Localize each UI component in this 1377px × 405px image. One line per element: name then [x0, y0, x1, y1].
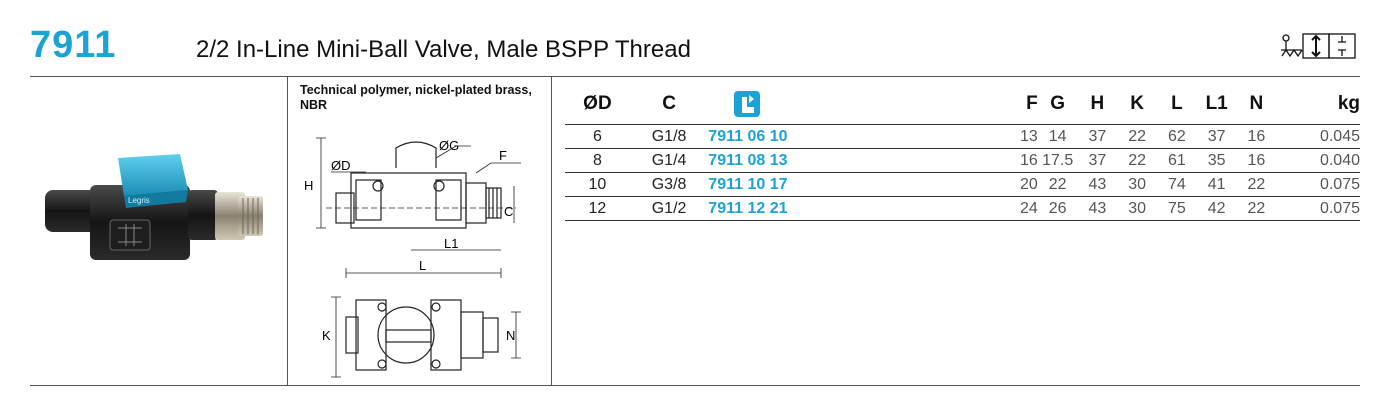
product-code: 7911 [30, 24, 117, 66]
cell-k: 22 [1117, 124, 1158, 149]
dim-label-h: H [304, 178, 313, 193]
table-row: 10 G3/8 7911 10 17 20 22 43 30 74 41 22 … [565, 172, 1360, 197]
header-divider [30, 76, 1360, 77]
cell-f: 16 [917, 148, 1038, 173]
col-header-part-number [708, 84, 918, 125]
cell-d: 8 [565, 148, 630, 173]
cell-l: 74 [1157, 172, 1197, 197]
cell-l: 61 [1157, 148, 1197, 173]
cell-g: 17.5 [1037, 148, 1078, 173]
cell-l: 62 [1157, 124, 1197, 149]
col-header: G [1037, 84, 1078, 125]
col-header: F [917, 84, 1038, 125]
cell-l1: 41 [1196, 172, 1237, 197]
footer-divider [30, 385, 1360, 386]
cell-kg: 0.075 [1276, 172, 1360, 197]
col-header: L [1157, 84, 1197, 125]
cell-l1: 37 [1196, 124, 1237, 149]
dim-label-f: F [499, 148, 507, 163]
cell-g: 26 [1037, 196, 1078, 221]
cell-part-number: 7911 10 17 [708, 172, 918, 197]
cell-kg: 0.040 [1276, 148, 1360, 173]
cell-f: 24 [917, 196, 1038, 221]
dim-label-g: ØG [439, 138, 459, 153]
cell-c: G1/4 [629, 148, 709, 173]
part-number-icon [734, 91, 761, 117]
dim-label-d: ØD [331, 158, 351, 173]
brand-label: Legris [128, 196, 150, 205]
product-title: 2/2 In-Line Mini-Ball Valve, Male BSPP T… [196, 36, 691, 63]
dimension-table: ØD C F G H K L L1 N kg 6 G1/8 7911 06 10 [565, 84, 1360, 221]
table-header-row: ØD C F G H K L L1 N kg [565, 84, 1360, 125]
cell-d: 6 [565, 124, 630, 149]
cell-h: 43 [1077, 172, 1118, 197]
cell-c: G1/8 [629, 124, 709, 149]
dimension-drawing-top: K N [322, 296, 521, 378]
dim-label-k: K [322, 328, 331, 343]
table-row: 8 G1/4 7911 08 13 16 17.5 37 22 61 35 16… [565, 148, 1360, 173]
cell-k: 30 [1117, 196, 1158, 221]
col-header: K [1117, 84, 1158, 125]
cell-part-number: 7911 08 13 [708, 148, 918, 173]
col-header: ØD [565, 84, 630, 125]
cell-d: 10 [565, 172, 630, 197]
column-divider [287, 77, 288, 385]
cell-l1: 35 [1196, 148, 1237, 173]
cell-n: 22 [1236, 196, 1277, 221]
cell-f: 20 [917, 172, 1038, 197]
cell-k: 22 [1117, 148, 1158, 173]
cell-kg: 0.075 [1276, 196, 1360, 221]
cell-l1: 42 [1196, 196, 1237, 221]
col-header: L1 [1196, 84, 1237, 125]
table-row: 6 G1/8 7911 06 10 13 14 37 22 62 37 16 0… [565, 124, 1360, 149]
dim-label-c: C [504, 204, 513, 219]
dim-label-l: L [419, 258, 426, 273]
col-header: H [1077, 84, 1118, 125]
dim-label-l1: L1 [444, 236, 458, 251]
col-header: N [1236, 84, 1277, 125]
material-note: Technical polymer, nickel-plated brass, … [300, 83, 532, 112]
cell-k: 30 [1117, 172, 1158, 197]
column-divider [551, 77, 552, 385]
table-row: 12 G1/2 7911 12 21 24 26 43 30 75 42 22 … [565, 196, 1360, 221]
dimension-drawing-side: ØD ØG F H C L1 L [304, 137, 521, 278]
cell-l: 75 [1157, 196, 1197, 221]
cell-part-number: 7911 12 21 [708, 196, 918, 221]
product-photo: Legris [45, 154, 263, 260]
cell-c: G3/8 [629, 172, 709, 197]
cell-g: 22 [1037, 172, 1078, 197]
cell-kg: 0.045 [1276, 124, 1360, 149]
cell-f: 13 [917, 124, 1038, 149]
cell-n: 22 [1236, 172, 1277, 197]
cell-part-number: 7911 06 10 [708, 124, 918, 149]
valve-symbol-icon [1281, 33, 1356, 59]
cell-n: 16 [1236, 124, 1277, 149]
col-header: C [629, 84, 709, 125]
cell-h: 43 [1077, 196, 1118, 221]
cell-h: 37 [1077, 148, 1118, 173]
cell-c: G1/2 [629, 196, 709, 221]
cell-g: 14 [1037, 124, 1078, 149]
col-header: kg [1276, 84, 1360, 125]
cell-h: 37 [1077, 124, 1118, 149]
cell-n: 16 [1236, 148, 1277, 173]
cell-d: 12 [565, 196, 630, 221]
dim-label-n: N [506, 328, 515, 343]
